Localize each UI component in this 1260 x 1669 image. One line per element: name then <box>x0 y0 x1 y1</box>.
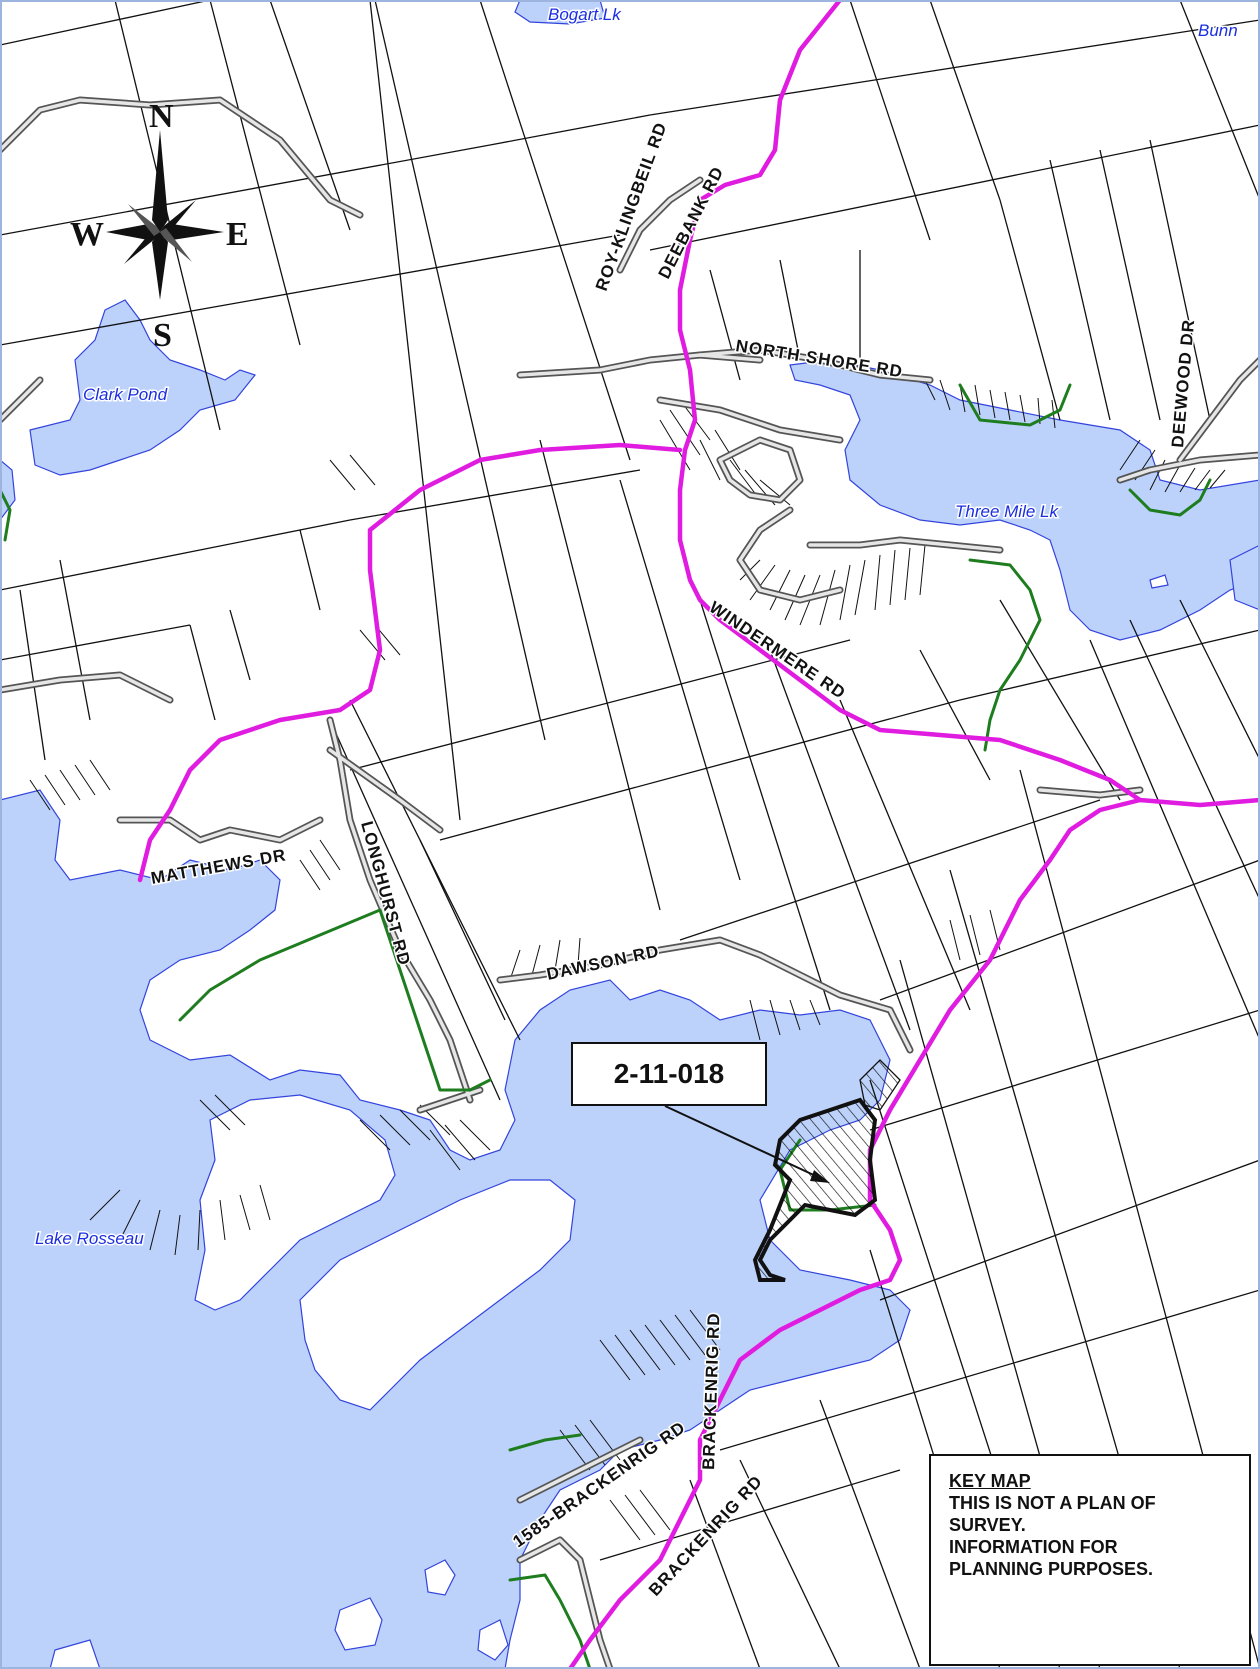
highway <box>137 0 1260 1669</box>
key-map-note-2: SURVEY. <box>949 1515 1026 1535</box>
right-bay-water <box>1229 544 1260 611</box>
label-clark-pond: Clark Pond <box>83 385 168 404</box>
label-deebank-rd: DEEBANK RD <box>655 163 728 282</box>
compass-n: N <box>149 98 174 135</box>
compass-diag-se <box>160 228 192 262</box>
adjacent-parcel <box>859 1059 901 1111</box>
parcel-leader-arrow <box>810 1170 830 1183</box>
compass-arrow-south <box>152 232 168 300</box>
label-bogart-lk: Bogart Lk <box>548 5 622 24</box>
key-map-title: KEY MAP <box>949 1471 1031 1491</box>
islet-3 <box>477 1619 509 1661</box>
bogart-lake <box>514 0 606 25</box>
islet-2 <box>334 1597 383 1651</box>
label-three-mile-lk: Three Mile Lk <box>955 502 1059 521</box>
parcel-id-label: 2-11-018 <box>571 1042 767 1106</box>
water-labels: Bogart Lk Bunn Clark Pond Three Mile Lk … <box>34 4 1240 1250</box>
compass-arrow-west <box>106 224 160 240</box>
key-map-note-4: PLANNING PURPOSES. <box>949 1559 1154 1579</box>
compass-arrow-north <box>152 130 168 232</box>
compass-rose: N S E W <box>70 98 249 354</box>
islet-4 <box>1149 574 1169 589</box>
label-dawson-rd: DAWSON RD <box>545 941 661 983</box>
compass-e: E <box>226 216 249 253</box>
key-map-note-3: INFORMATION FOR <box>949 1537 1118 1557</box>
local-roads <box>0 96 1260 1669</box>
compass-diag-sw <box>124 228 160 264</box>
compass-diag-nw <box>128 204 160 236</box>
islet-5 <box>49 1639 101 1669</box>
parcel-leader-line <box>664 1105 819 1178</box>
islet-1 <box>424 1559 456 1596</box>
island-long <box>299 1179 576 1411</box>
compass-s: S <box>153 317 172 354</box>
label-brackenrig-rd-2: BRACKENRIG RD <box>645 1472 766 1600</box>
subject-parcel[interactable] <box>752 1097 878 1282</box>
compass-arrow-east <box>160 224 224 240</box>
compass-diag-ne <box>160 200 196 236</box>
label-longhurst-rd: LONGHURST RD <box>357 819 414 968</box>
clark-pond <box>29 299 257 476</box>
island-large <box>194 1094 396 1311</box>
label-lake-rosseau: Lake Rosseau <box>35 1229 144 1248</box>
label-bunn: Bunn <box>1198 21 1238 40</box>
three-mile-lake <box>789 359 1260 641</box>
compass-w: W <box>70 216 104 253</box>
key-map-box: KEY MAP THIS IS NOT A PLAN OF SURVEY. IN… <box>929 1454 1251 1666</box>
label-deewood-dr: DEEWOOD DR <box>1168 318 1198 448</box>
key-map-note-1: THIS IS NOT A PLAN OF <box>949 1493 1156 1513</box>
left-edge-water <box>0 459 16 521</box>
